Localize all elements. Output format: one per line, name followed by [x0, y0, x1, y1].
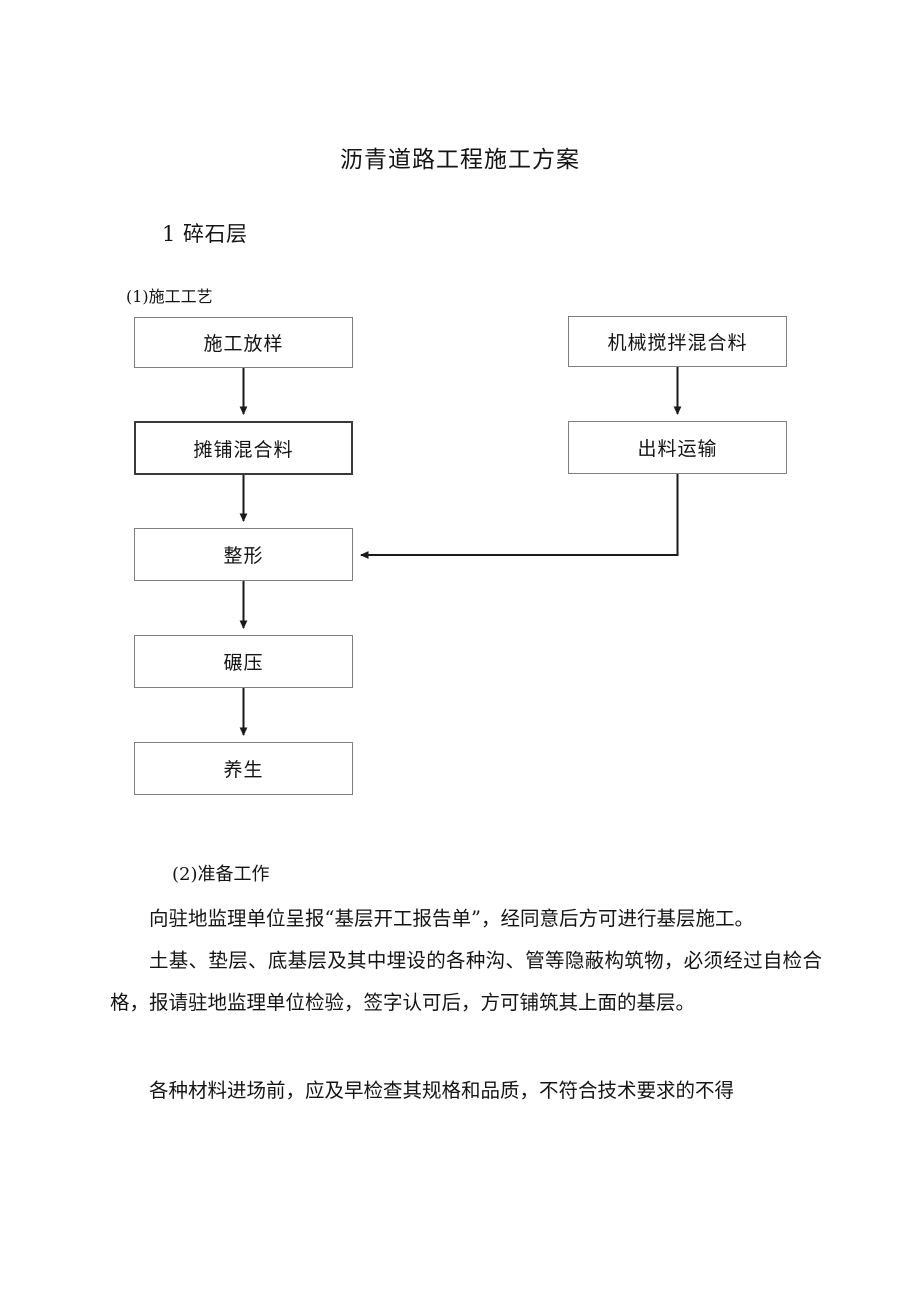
flow-node-zhengxing[interactable]: 整形 [134, 528, 353, 581]
paragraph-1: 向驻地监理单位呈报“基层开工报告单”，经同意后方可进行基层施工。 [149, 907, 754, 930]
flow-node-label: 养生 [223, 759, 264, 781]
subsection-label-construction-process: (1)施工工艺 [126, 287, 213, 306]
flow-node-label: 整形 [223, 545, 264, 567]
flow-node-label: 摊铺混合料 [193, 438, 294, 461]
paragraph-3: 各种材料进场前，应及早检查其规格和品质，不符合技术要求的不得 [149, 1079, 735, 1102]
flow-node-nianya[interactable]: 碾压 [134, 635, 353, 688]
section-heading-1: 1 碎石层 [162, 222, 248, 246]
flow-node-chuliao-yunshu[interactable]: 出料运输 [568, 421, 787, 474]
flow-node-label: 施工放样 [203, 333, 284, 355]
flow-node-label: 机械搅拌混合料 [607, 332, 748, 354]
edge-chuliao-yunshu-to-zhengxing [360, 474, 679, 559]
flow-node-label: 碾压 [223, 652, 264, 674]
body-text-block: 向驻地监理单位呈报“基层开工报告单”，经同意后方可进行基层施工。 土基、垫层、底… [110, 898, 822, 1112]
flow-node-yangsheng[interactable]: 养生 [134, 742, 353, 795]
flow-node-tanpu-hunheliao[interactable]: 摊铺混合料 [134, 421, 353, 475]
flow-node-label: 出料运输 [637, 438, 718, 460]
flow-node-shigong-fangyang[interactable]: 施工放样 [134, 317, 353, 368]
flow-node-jixie-jiaoban-hunheliao[interactable]: 机械搅拌混合料 [568, 316, 787, 367]
page-title: 沥青道路工程施工方案 [340, 147, 580, 173]
paragraph-2: 土基、垫层、底基层及其中埋设的各种沟、管等隐蔽构筑物，必须经过自检合格，报请驻地… [110, 949, 822, 1014]
subsection-label-preparation-work: (2)准备工作 [172, 864, 270, 885]
